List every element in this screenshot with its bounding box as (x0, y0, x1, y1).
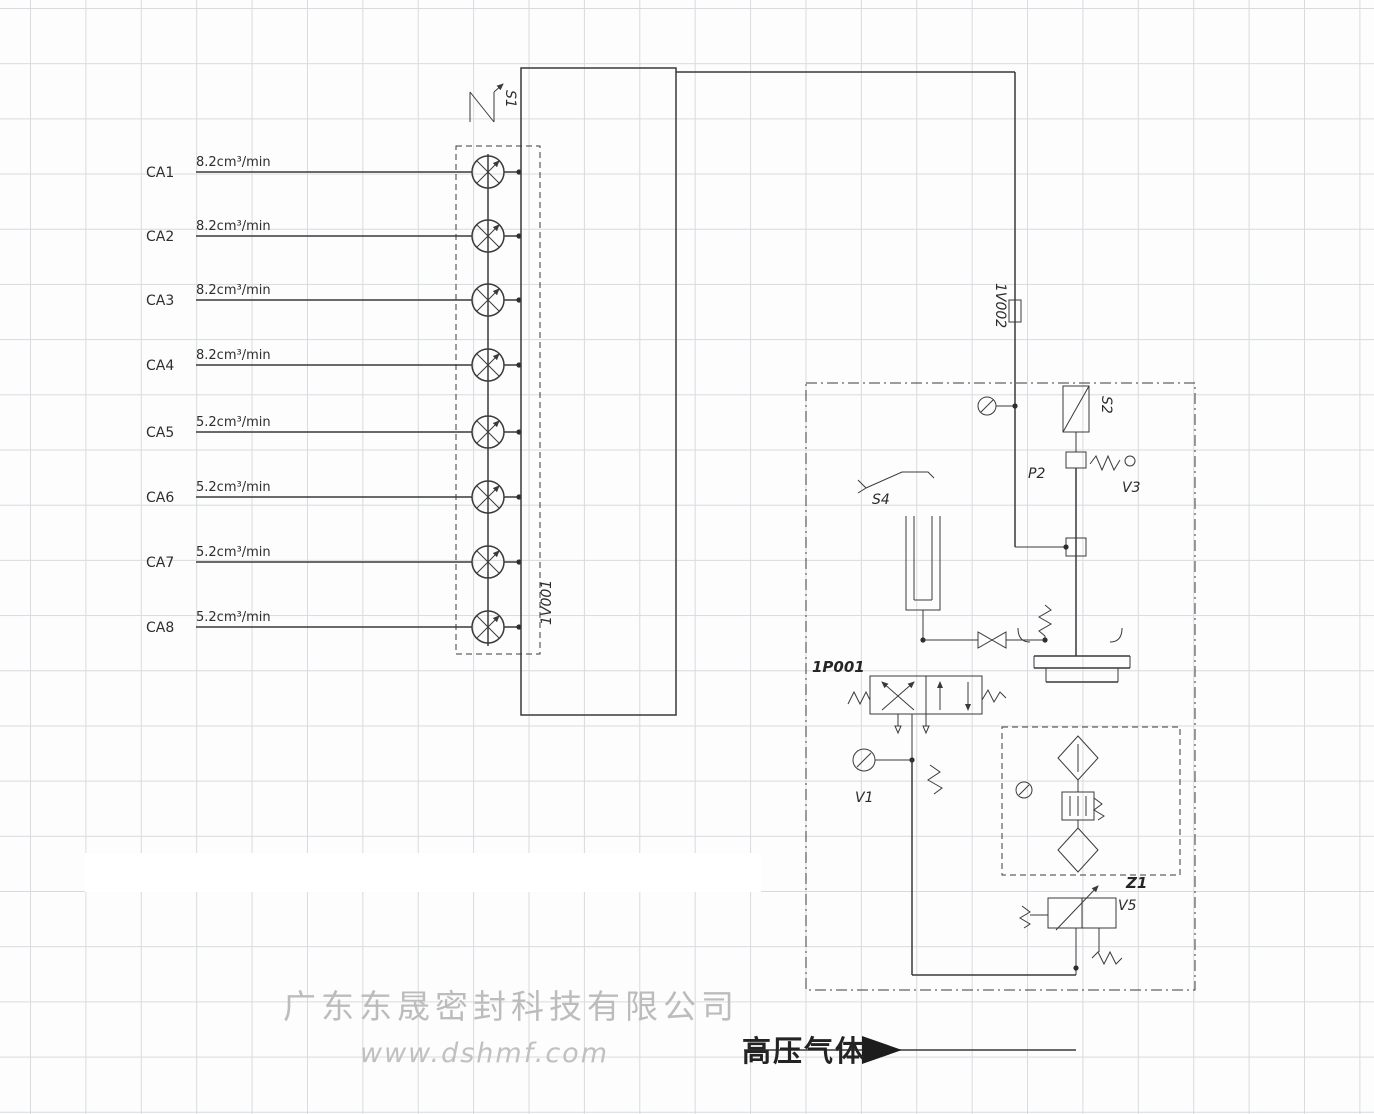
gauge-v1: V1 (852, 726, 1076, 976)
channel-row-8: CA8 5.2cm³/min (146, 610, 522, 644)
press-platen (1017, 627, 1131, 683)
switch-s4: S4 (857, 471, 935, 508)
outlet-label: 高压气体 (742, 1034, 866, 1068)
manifold-dashed-box (455, 145, 541, 655)
channel-name: CA7 (146, 555, 174, 571)
valve-v5-tag: V5 (1118, 898, 1137, 914)
sensor-s2-tag: S2 (1098, 396, 1114, 414)
cabinet-dashed-box (805, 382, 1196, 991)
cylinder-p2-tag: P2 (1028, 466, 1045, 482)
channel-name: CA3 (146, 293, 174, 309)
valve-1v002-tag: 1V002 (992, 283, 1008, 328)
valve-v3-tag: V3 (1122, 480, 1140, 496)
outlet-arrow: 高压气体 (742, 1034, 1076, 1068)
reservoir-tube (905, 516, 941, 643)
channel-row-6: CA6 5.2cm³/min (146, 480, 522, 514)
erased-band (85, 853, 761, 892)
sensor-s1: S1 (469, 83, 518, 123)
air-prep-z1: Z1 (1001, 726, 1181, 892)
channel-row-2: CA2 8.2cm³/min (146, 219, 522, 253)
valve-v5: V5 (1019, 885, 1137, 975)
air-prep-dashed-box (1001, 726, 1181, 876)
inline-valve-1v002 (1008, 299, 1022, 323)
outlet-arrowhead (862, 1036, 902, 1064)
channel-row-3: CA3 8.2cm³/min (146, 283, 522, 317)
switch-s4-tag: S4 (872, 492, 890, 508)
channel-flow: 8.2cm³/min (196, 155, 271, 170)
manifold-tag: 1V001 (539, 580, 555, 625)
shutoff-valve (923, 604, 1052, 649)
watermark-company: 广东东晟密封科技有限公司 (283, 987, 739, 1026)
channel-name: CA2 (146, 229, 174, 245)
control-cabinet: S2 P2 V3 S4 (805, 382, 1196, 991)
watermark-website: www.dshmf.com (360, 1038, 609, 1069)
channel-flow: 5.2cm³/min (196, 610, 271, 625)
channel-row-7: CA7 5.2cm³/min (146, 545, 522, 579)
channel-name: CA8 (146, 620, 174, 636)
channel-flow: 5.2cm³/min (196, 480, 271, 495)
channel-flow: 8.2cm³/min (196, 219, 271, 234)
channel-flow: 5.2cm³/min (196, 415, 271, 430)
directional-valve-1p001: 1P001 (812, 658, 1007, 735)
watermark: 广东东晟密封科技有限公司 www.dshmf.com (283, 987, 739, 1069)
sensor-s2: S2 (1062, 385, 1114, 452)
channel-name: CA4 (146, 358, 174, 374)
channel-flow: 5.2cm³/min (196, 545, 271, 560)
channel-row-5: CA5 5.2cm³/min (146, 415, 522, 449)
supply-line: 1V002 (676, 71, 1022, 547)
flow-divider-manifold: 1V001 (455, 145, 555, 655)
sensor-s1-tag: S1 (502, 90, 518, 108)
distribution-block (520, 67, 677, 716)
gauge-v1-tag: V1 (855, 790, 873, 806)
channel-name: CA5 (146, 425, 174, 441)
channel-flow: 8.2cm³/min (196, 348, 271, 363)
channel-name: CA6 (146, 490, 174, 506)
channel-name: CA1 (146, 165, 174, 181)
channel-flow: 8.2cm³/min (196, 283, 271, 298)
valve-1p001-tag: 1P001 (812, 658, 865, 676)
air-prep-z1-tag: Z1 (1125, 874, 1147, 892)
cylinder-p2: P2 V3 (1015, 451, 1140, 656)
pressure-gauge-top (977, 396, 1018, 416)
channel-row-4: CA4 8.2cm³/min (146, 348, 522, 382)
channel-row-1: CA1 8.2cm³/min (146, 155, 522, 189)
